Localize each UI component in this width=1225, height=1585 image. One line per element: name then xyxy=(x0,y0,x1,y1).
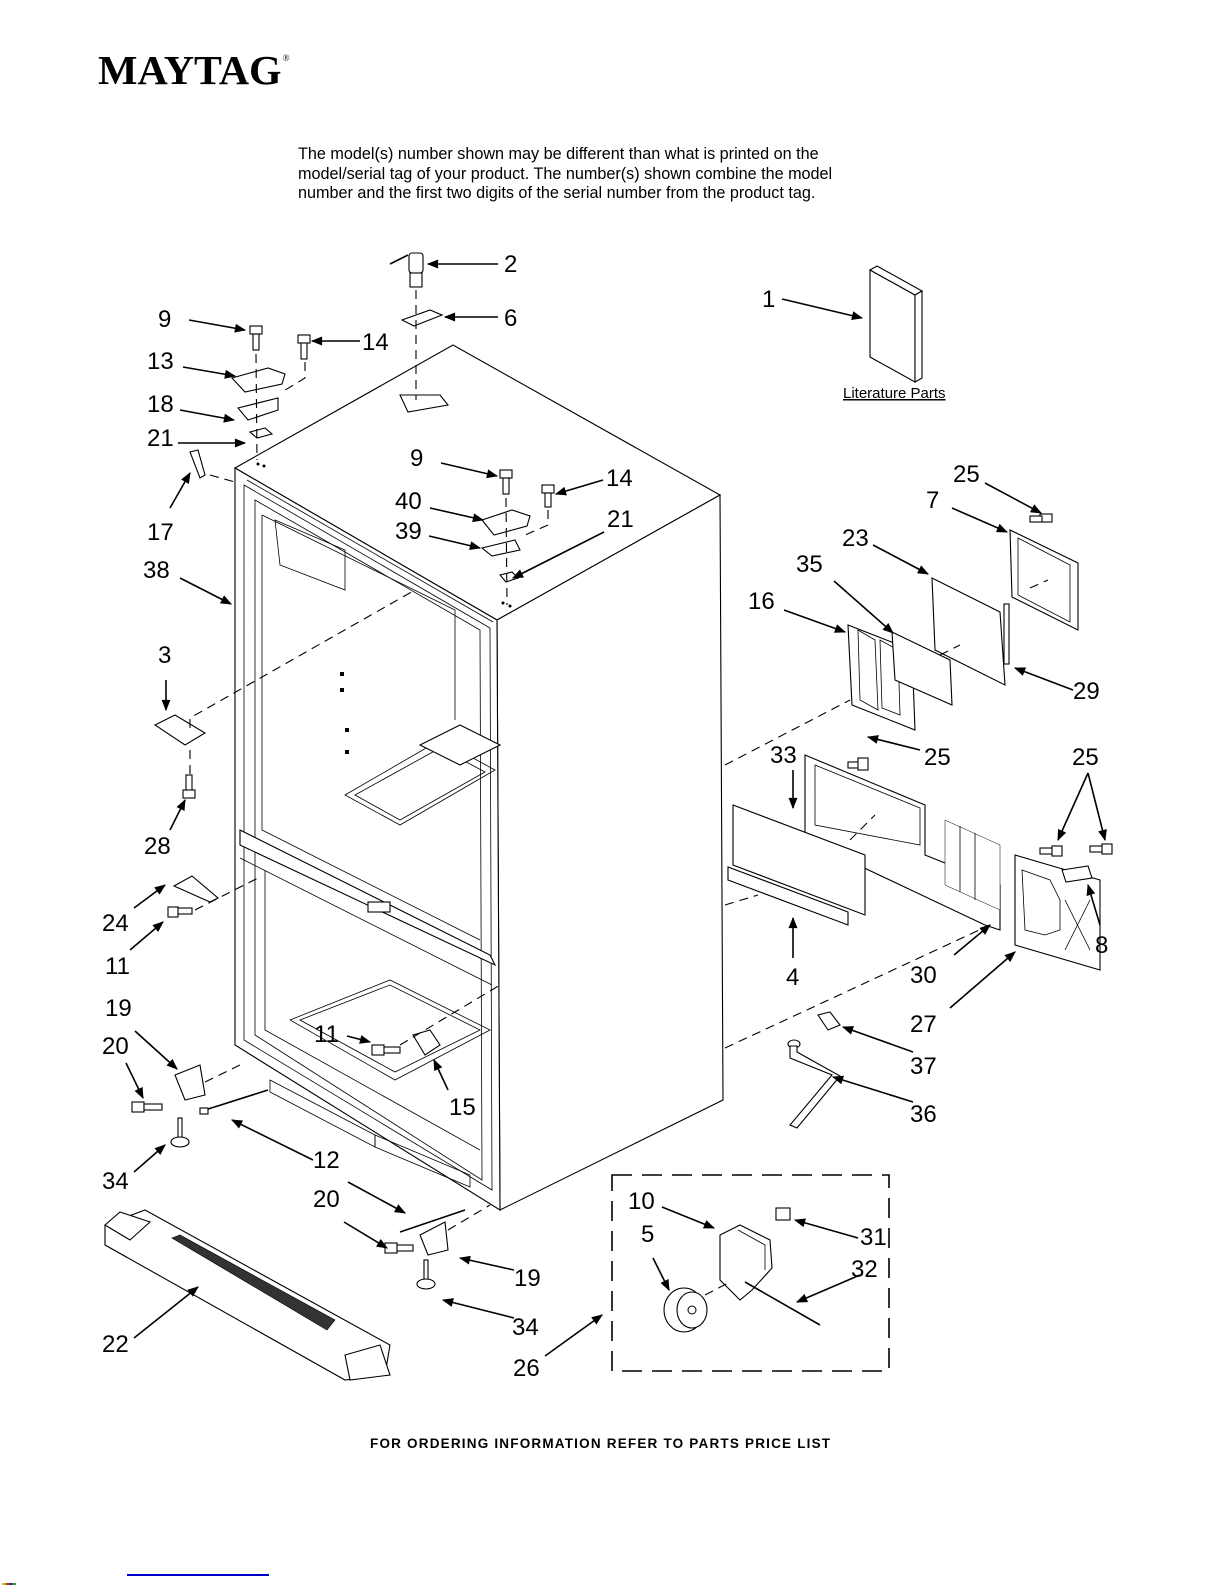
callout-4: 4 xyxy=(786,964,799,991)
callout-17: 17 xyxy=(147,519,174,546)
callout-19: 19 xyxy=(514,1265,541,1292)
callout-11: 11 xyxy=(314,1021,339,1048)
callout-34: 34 xyxy=(512,1314,539,1341)
callout-16: 16 xyxy=(748,588,775,615)
callout-11: 11 xyxy=(105,953,130,980)
model-number-disclaimer: The model(s) number shown may be differe… xyxy=(298,145,938,204)
callout-22: 22 xyxy=(102,1331,129,1358)
callout-3: 3 xyxy=(158,642,171,669)
color-registration-mark xyxy=(2,1583,16,1585)
callout-30: 30 xyxy=(910,962,937,989)
callout-20: 20 xyxy=(313,1186,340,1213)
left-side-parts xyxy=(153,589,416,918)
leader-arrows xyxy=(125,259,1107,1357)
drain-tube-assembly xyxy=(787,1011,841,1129)
access-panel-assembly xyxy=(724,754,1113,1049)
callout-25: 25 xyxy=(953,461,980,488)
literature-parts-book xyxy=(868,265,924,383)
control-housing-assembly xyxy=(724,513,1079,771)
brand-name: MAYTAG xyxy=(98,47,282,93)
callout-5: 5 xyxy=(641,1221,654,1248)
callout-25: 25 xyxy=(924,744,951,771)
callout-35: 35 xyxy=(796,551,823,578)
callout-27: 27 xyxy=(910,1011,937,1038)
callout-13: 13 xyxy=(147,348,174,375)
callout-18: 18 xyxy=(147,391,174,418)
maytag-logo: MAYTAG® xyxy=(98,50,290,91)
callout-31: 31 xyxy=(860,1224,887,1251)
literature-parts-label: Literature Parts xyxy=(843,385,946,402)
callout-40: 40 xyxy=(395,488,422,515)
registered-mark: ® xyxy=(282,53,290,63)
callout-10: 10 xyxy=(628,1188,655,1215)
water-inlet-assembly xyxy=(389,252,444,400)
lower-hinge-and-leveling xyxy=(131,984,501,1290)
callout-9: 9 xyxy=(410,445,423,472)
callout-6: 6 xyxy=(504,305,517,332)
callout-12: 12 xyxy=(313,1147,340,1174)
callout-19: 19 xyxy=(105,995,132,1022)
callout-1: 1 xyxy=(762,286,775,313)
callout-21: 21 xyxy=(147,425,174,452)
callout-39: 39 xyxy=(395,518,422,545)
roller-assembly-box xyxy=(611,1174,890,1372)
callout-21: 21 xyxy=(607,506,634,533)
callout-34: 34 xyxy=(102,1168,129,1195)
callout-14: 14 xyxy=(606,465,633,492)
callout-8: 8 xyxy=(1095,932,1108,959)
callout-9: 9 xyxy=(158,306,171,333)
callout-25: 25 xyxy=(1072,744,1099,771)
callout-15: 15 xyxy=(449,1094,476,1121)
toe-grille xyxy=(104,1209,391,1381)
callout-20: 20 xyxy=(102,1033,129,1060)
left-top-hinge-assembly xyxy=(189,325,311,483)
callout-32: 32 xyxy=(851,1256,878,1283)
callout-26: 26 xyxy=(513,1355,540,1382)
disclaimer-line: The model(s) number shown may be differe… xyxy=(298,145,819,163)
callout-36: 36 xyxy=(910,1101,937,1128)
callout-24: 24 xyxy=(102,910,129,937)
refrigerator-cabinet xyxy=(233,344,724,1211)
callout-33: 33 xyxy=(770,742,797,769)
disclaimer-line: model/serial tag of your product. The nu… xyxy=(298,164,833,183)
page-link-underline[interactable] xyxy=(127,1574,269,1576)
ordering-information-note: FOR ORDERING INFORMATION REFER TO PARTS … xyxy=(370,1436,832,1451)
callout-29: 29 xyxy=(1073,678,1100,705)
callout-7: 7 xyxy=(926,487,939,514)
callout-28: 28 xyxy=(144,833,171,860)
callout-labels: 2 6 1 Literature Parts 9 14 13 18 21 17 … xyxy=(102,251,1108,1382)
callout-23: 23 xyxy=(842,525,869,552)
callout-37: 37 xyxy=(910,1053,937,1080)
callout-2: 2 xyxy=(504,251,517,278)
callout-38: 38 xyxy=(143,557,170,584)
disclaimer-line: number and the first two digits of the s… xyxy=(298,184,816,202)
callout-14: 14 xyxy=(362,329,389,356)
